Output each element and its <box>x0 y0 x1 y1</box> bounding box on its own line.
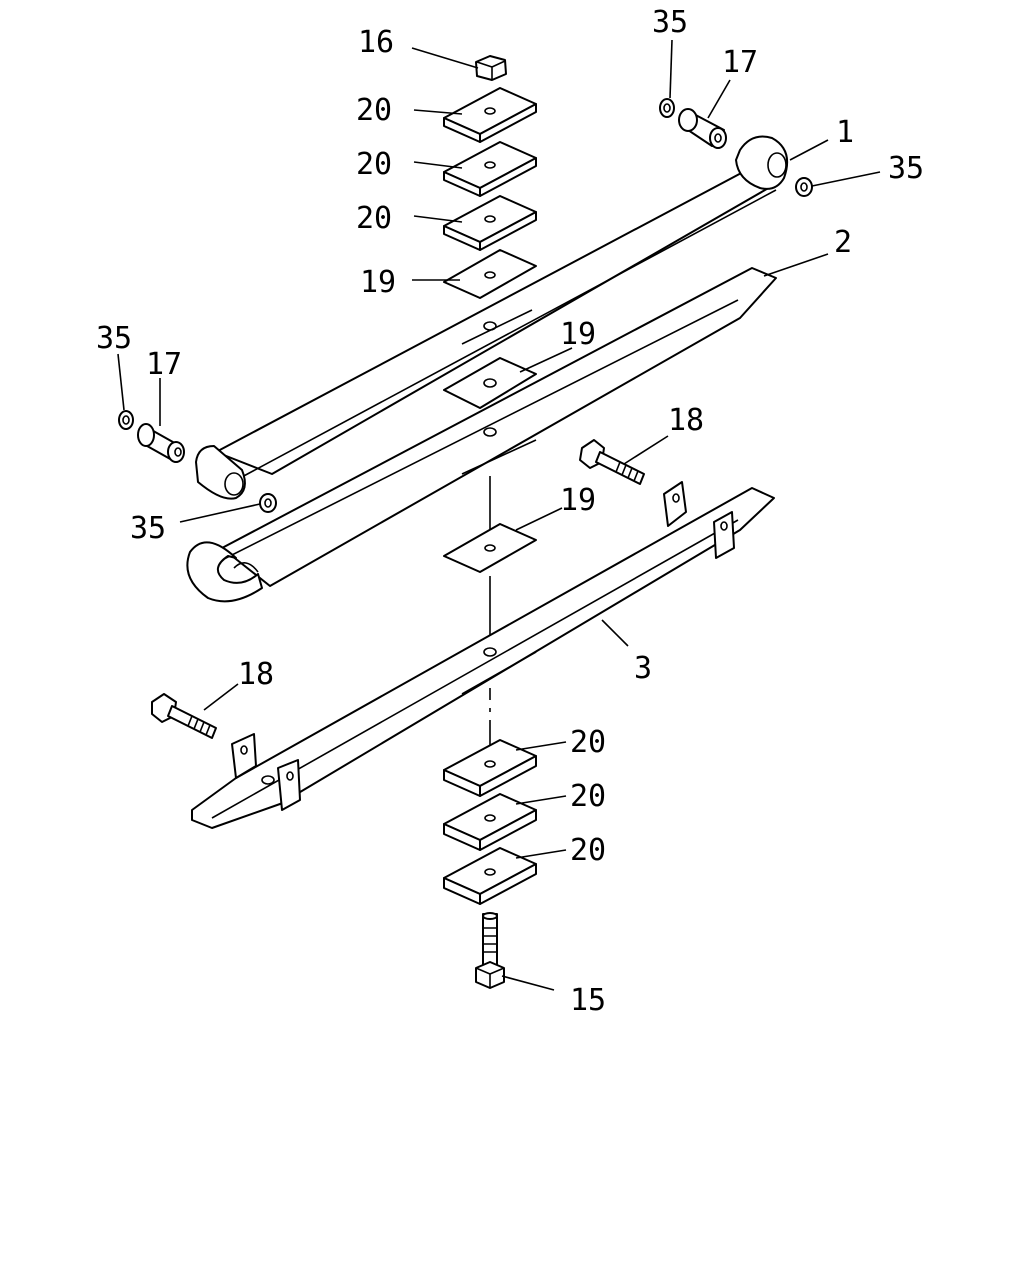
callout-18-left: 18 <box>238 657 274 692</box>
washer-35-right <box>795 177 813 197</box>
callout-labels: 16 20 20 20 19 35 17 1 35 2 35 17 19 18 … <box>96 5 924 1018</box>
plate-20-a <box>443 87 537 143</box>
callout-20-e: 20 <box>570 779 606 814</box>
callout-2: 2 <box>834 225 852 260</box>
callout-17-left: 17 <box>146 347 182 382</box>
callout-35-middle: 35 <box>130 511 166 546</box>
callout-20-d: 20 <box>570 725 606 760</box>
leaf-3 <box>191 481 775 829</box>
callout-19-c: 19 <box>560 483 596 518</box>
callout-16: 16 <box>358 25 394 60</box>
callout-35-right: 35 <box>888 151 924 186</box>
callout-20-b: 20 <box>356 147 392 182</box>
callout-19-a: 19 <box>360 265 396 300</box>
callout-20-a: 20 <box>356 93 392 128</box>
leaf-2 <box>186 267 777 603</box>
plate-20-c <box>443 195 537 251</box>
washer-35-middle <box>259 493 277 513</box>
main-leaf-1 <box>195 135 788 500</box>
bolt-18-left <box>151 693 217 739</box>
pad-19-c <box>443 523 537 573</box>
leader-lines <box>117 39 881 991</box>
callout-15: 15 <box>570 983 606 1018</box>
callout-17-top-right: 17 <box>722 45 758 80</box>
callout-20-c: 20 <box>356 201 392 236</box>
plate-20-b <box>443 141 537 197</box>
centre-bolt-15 <box>475 912 505 989</box>
callout-1: 1 <box>836 115 854 150</box>
plate-20-d <box>443 739 537 797</box>
plate-20-f <box>443 847 537 905</box>
washer-35-left <box>118 410 134 430</box>
callout-3: 3 <box>634 651 652 686</box>
callout-18-right: 18 <box>668 403 704 438</box>
callout-35-top-right: 35 <box>652 5 688 40</box>
washer-35-top-right <box>659 98 675 118</box>
callout-35-left: 35 <box>96 321 132 356</box>
callout-19-b: 19 <box>560 317 596 352</box>
bushing-17-left <box>137 423 185 463</box>
bushing-17-top-right <box>678 108 727 149</box>
bolt-18-right <box>579 439 645 485</box>
plate-20-e <box>443 793 537 851</box>
callout-20-f: 20 <box>570 833 606 868</box>
nut-16 <box>475 55 507 81</box>
pad-19-a <box>443 249 537 299</box>
pad-19-b <box>443 357 537 409</box>
